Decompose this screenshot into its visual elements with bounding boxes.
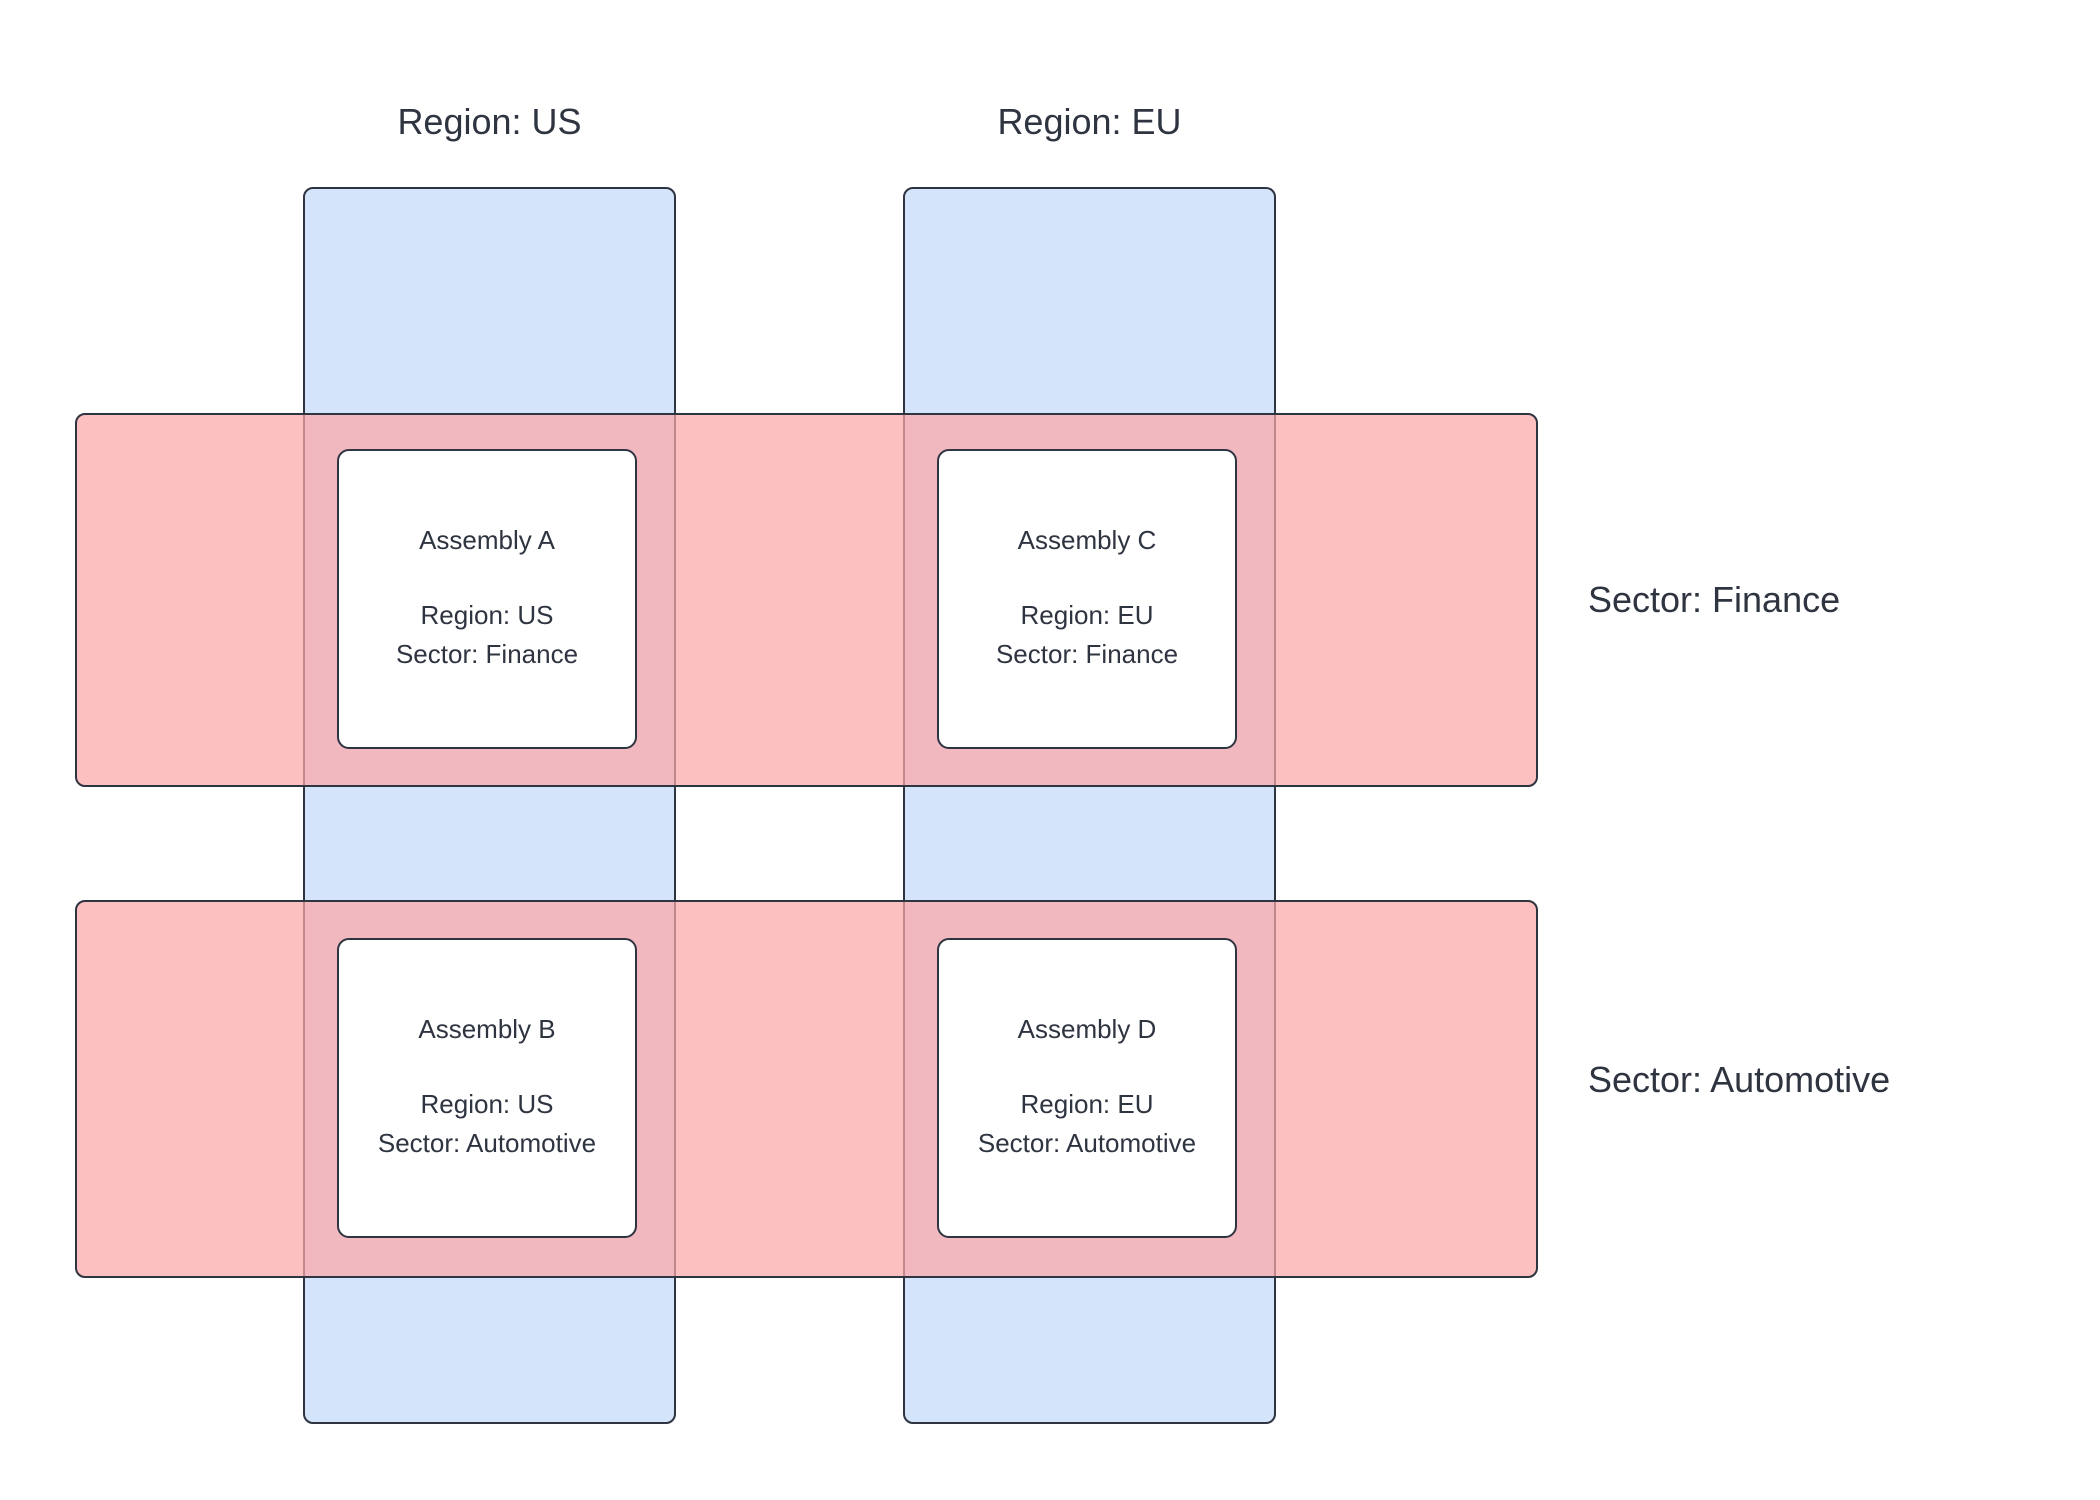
row-label-automotive: Sector: Automotive <box>1588 1059 1891 1100</box>
assembly-card-d-title: Assembly D <box>1017 1013 1157 1044</box>
assembly-card-b-region: Region: US <box>420 1089 554 1120</box>
assembly-card-d-region: Region: EU <box>1020 1089 1154 1120</box>
assembly-card-d-sector: Sector: Automotive <box>977 1128 1197 1159</box>
assembly-card-d[interactable]: Assembly D Region: EU Sector: Automotive <box>937 938 1237 1238</box>
row-label-finance: Sector: Finance <box>1588 579 1841 620</box>
assembly-card-c-sector: Sector: Finance <box>995 639 1179 670</box>
assembly-card-c-title: Assembly C <box>1017 524 1157 555</box>
assembly-card-b[interactable]: Assembly B Region: US Sector: Automotive <box>337 938 637 1238</box>
assembly-card-c-region: Region: EU <box>1020 600 1154 631</box>
column-header-eu: Region: EU <box>997 101 1182 142</box>
assembly-card-b-title: Assembly B <box>418 1013 556 1044</box>
column-header-us: Region: US <box>397 101 582 142</box>
assembly-card-b-sector: Sector: Automotive <box>377 1128 597 1159</box>
assembly-card-c[interactable]: Assembly C Region: EU Sector: Finance <box>937 449 1237 749</box>
assembly-card-a-region: Region: US <box>420 600 554 631</box>
assembly-card-a-sector: Sector: Finance <box>395 639 579 670</box>
sector-band-automotive[interactable] <box>75 900 1538 1278</box>
sector-band-finance[interactable] <box>75 413 1538 787</box>
assembly-card-a-title: Assembly A <box>419 524 555 555</box>
assembly-card-a[interactable]: Assembly A Region: US Sector: Finance <box>337 449 637 749</box>
